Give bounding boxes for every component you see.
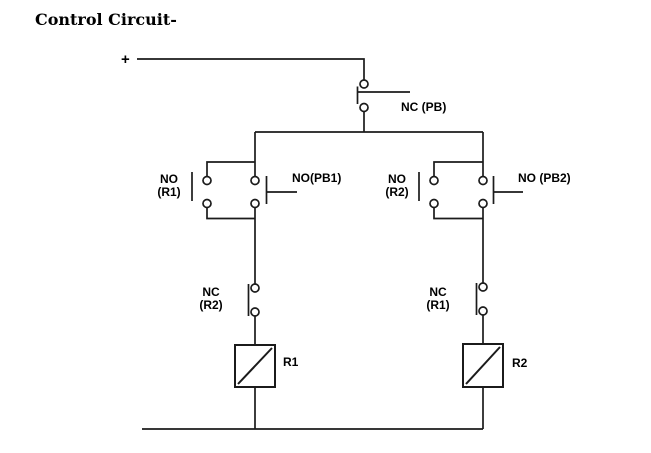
no-pb1-actuator [265, 176, 297, 204]
nc-r2-lower-contact [250, 307, 260, 317]
coil-r2-label: R2 [512, 356, 528, 370]
right-group-top-bracket [433, 161, 483, 177]
nc-pb-label: NC (PB) [401, 100, 447, 114]
diagram-title: Control Circuit- [35, 10, 177, 29]
nc-r1-lower-contact [478, 306, 488, 316]
left-group-bottom-bracket [206, 207, 255, 220]
no-r2-label: NO (R2) [385, 172, 409, 199]
nc-r2-upper-contact [250, 283, 260, 293]
ncpb-upper-contact [359, 79, 369, 89]
positive-rail-wire [137, 58, 365, 80]
no-r1-bottom-left-contact [202, 198, 212, 209]
no-pb1-label: NO(PB1) [292, 171, 342, 185]
no-pb2-actuator [492, 176, 523, 204]
no-r1-top-left-contact [202, 175, 212, 186]
coil-r1-diagonal [237, 347, 273, 385]
no-r2-bottom-left-contact [429, 198, 439, 209]
no-r2-top-left-contact [429, 175, 439, 186]
no-r1-bottom-right-contact [250, 198, 260, 209]
coil-r1-label: R1 [283, 355, 299, 369]
no-r1-top-right-contact [250, 175, 260, 186]
nc-r2-label: NC (R2) [199, 285, 223, 312]
no-r2-bottom-right-contact [478, 198, 488, 209]
coil-r2-diagonal [465, 346, 501, 385]
no-r2-top-right-contact [478, 175, 488, 186]
left-group-top-bracket [206, 161, 255, 177]
no-r1-label: NO (R1) [157, 172, 181, 199]
ncpb-lower-contact [359, 102, 369, 113]
no-pb2-label: NO (PB2) [518, 171, 571, 185]
nc-r1-upper-contact [478, 282, 488, 292]
right-group-bottom-bracket [433, 207, 483, 220]
positive-terminal-label: + [121, 51, 130, 68]
nc-r1-label: NC (R1) [426, 285, 450, 312]
